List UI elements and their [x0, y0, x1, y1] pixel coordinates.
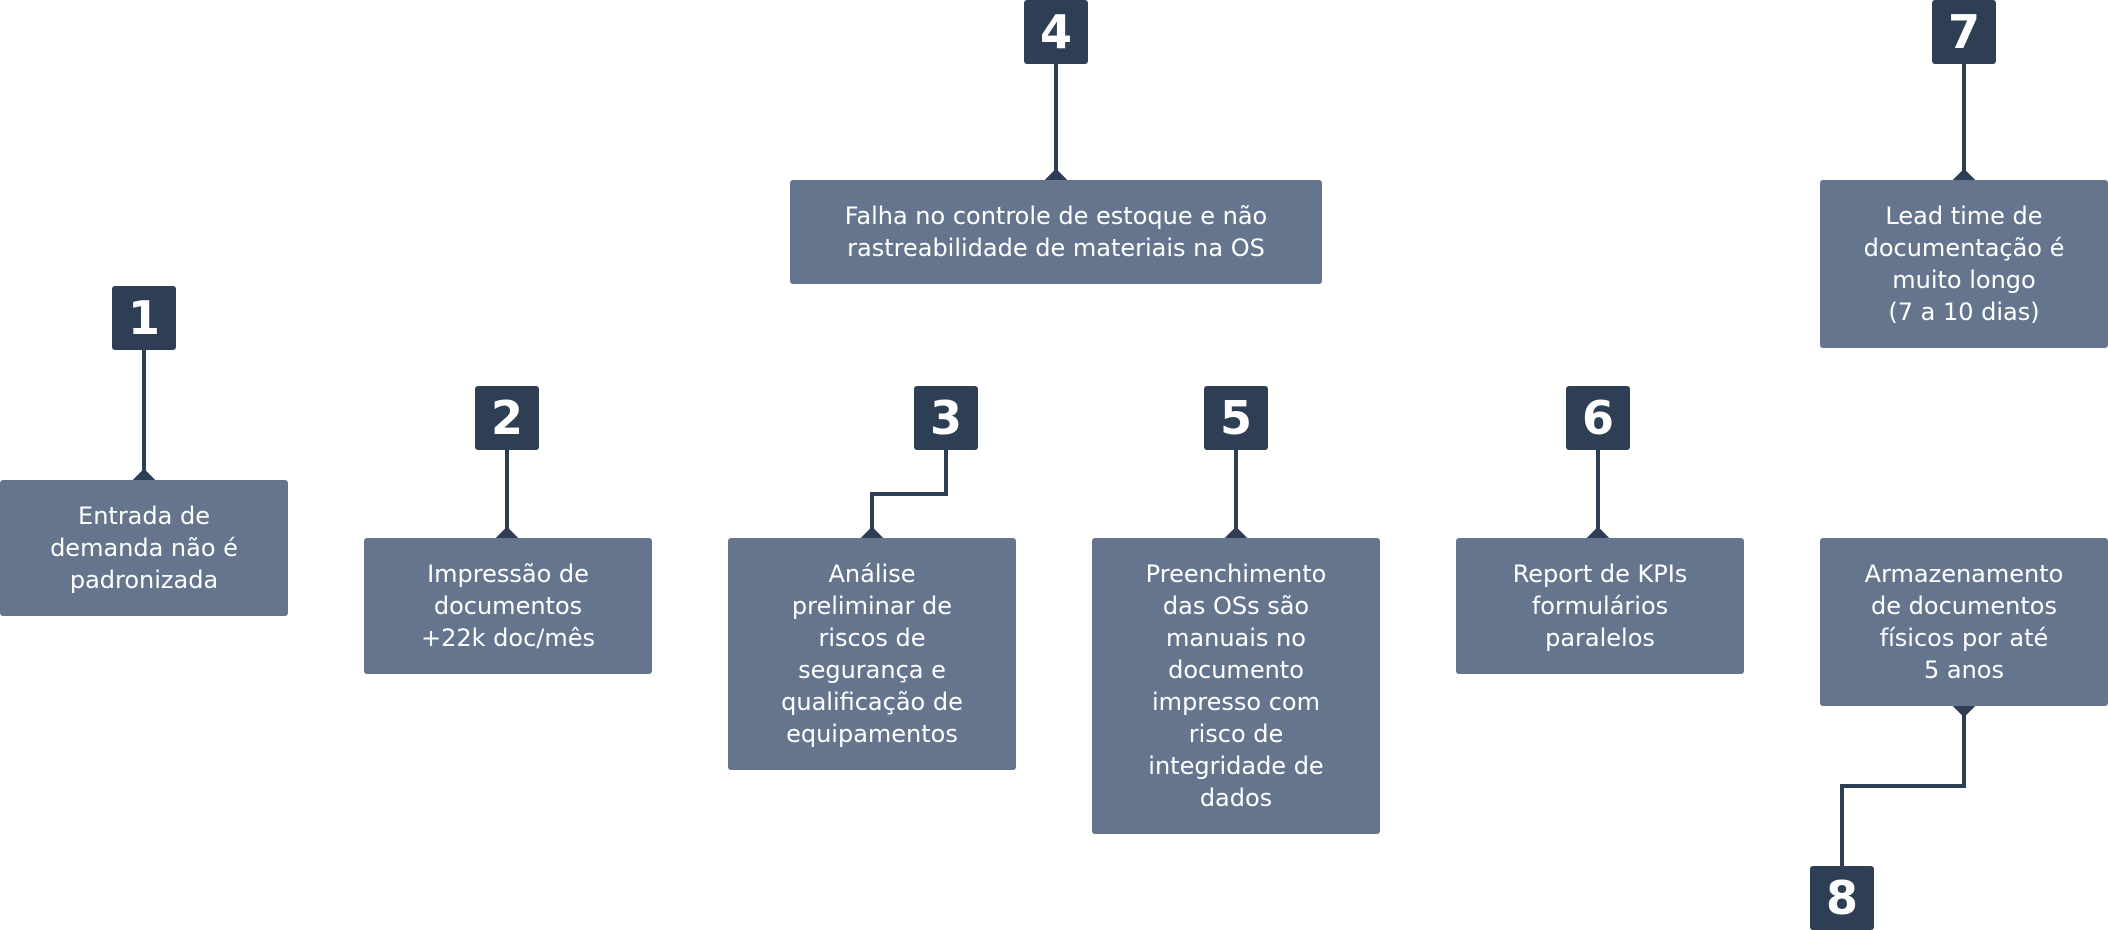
- step-box-1: Entrada de demanda não é padronizada: [0, 480, 288, 616]
- step-box-7: Lead time de documentação é muito longo …: [1820, 180, 2108, 348]
- step-box-4: Falha no controle de estoque e não rastr…: [790, 180, 1322, 284]
- step-badge-3: 3: [914, 386, 978, 450]
- connector-line-3: [870, 450, 948, 538]
- step-box-6: Report de KPIs formulários paralelos: [1456, 538, 1744, 674]
- step-badge-4: 4: [1024, 0, 1088, 64]
- step-badge-7: 7: [1932, 0, 1996, 64]
- connector-line-8: [1840, 706, 1966, 866]
- step-box-5: Preenchimento das OSs são manuais no doc…: [1092, 538, 1380, 834]
- step-badge-5: 5: [1204, 386, 1268, 450]
- step-box-8: Armazenamento de documentos físicos por …: [1820, 538, 2108, 706]
- step-badge-6: 6: [1566, 386, 1630, 450]
- step-badge-1: 1: [112, 286, 176, 350]
- step-badge-8: 8: [1810, 866, 1874, 930]
- step-box-2: Impressão de documentos +22k doc/mês: [364, 538, 652, 674]
- step-box-3: Análise preliminar de riscos de seguranç…: [728, 538, 1016, 770]
- step-badge-2: 2: [475, 386, 539, 450]
